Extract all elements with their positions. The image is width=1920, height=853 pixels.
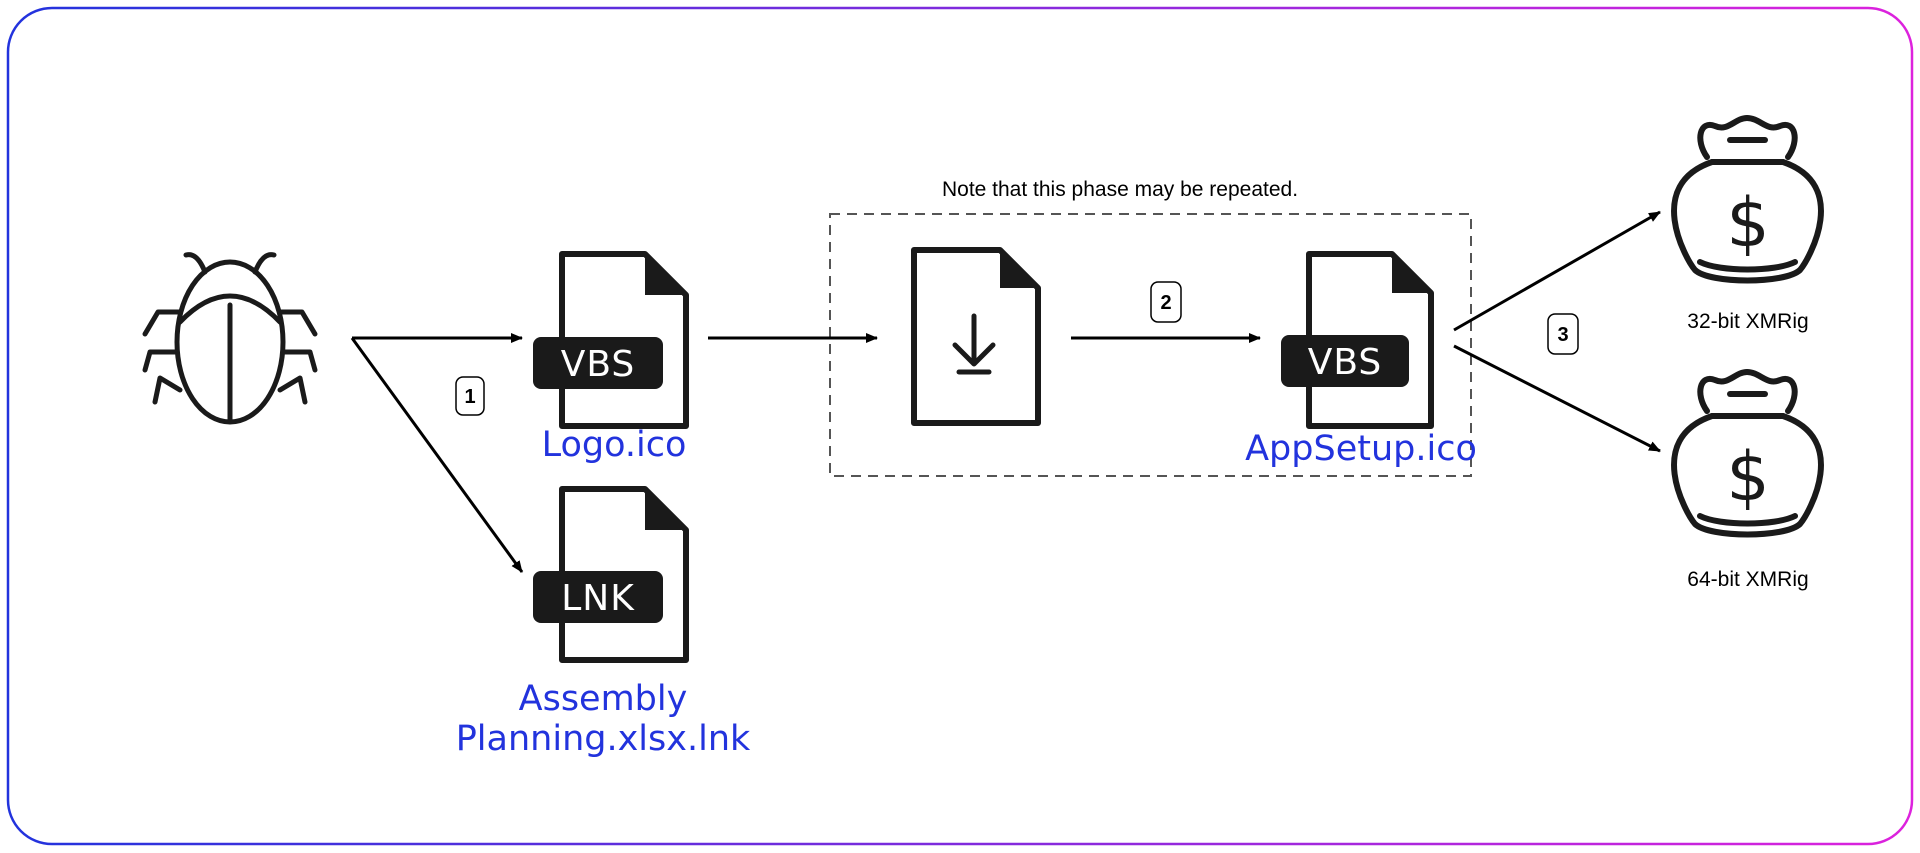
lnk-tag: LNK bbox=[561, 578, 635, 619]
step-number: 3 bbox=[1557, 324, 1568, 346]
step-number: 1 bbox=[464, 386, 475, 408]
phase-note: Note that this phase may be repeated. bbox=[942, 178, 1298, 201]
arrow-appsetup-to-32bit bbox=[1453, 210, 1661, 332]
lnk-file-icon: LNK bbox=[533, 486, 689, 663]
bug-icon bbox=[142, 252, 318, 425]
file-download-icon bbox=[911, 247, 1041, 426]
logo-file-label: Logo.ico bbox=[542, 425, 687, 465]
arrow-bug-to-lnk bbox=[350, 337, 524, 573]
miner-32-label: 32-bit XMRig bbox=[1687, 310, 1808, 333]
vbs-tag: VBS bbox=[1308, 342, 1383, 383]
step-badge-2: 2 bbox=[1150, 281, 1182, 323]
step-number: 2 bbox=[1160, 292, 1171, 314]
miner-64-label: 64-bit XMRig bbox=[1687, 568, 1808, 591]
money-bag-icon bbox=[1671, 369, 1824, 538]
lnk-file-label-line2: Planning.xlsx.lnk bbox=[456, 719, 751, 759]
step-badge-1: 1 bbox=[455, 376, 485, 416]
appsetup-vbs-file-icon: VBS bbox=[1281, 251, 1434, 429]
appsetup-file-label: AppSetup.ico bbox=[1245, 429, 1477, 469]
step-badge-3: 3 bbox=[1547, 313, 1579, 355]
outer-frame bbox=[6, 6, 1914, 846]
dollar-symbol-32: $ bbox=[1726, 184, 1769, 263]
repeat-phase-box bbox=[829, 213, 1472, 477]
arrow-appsetup-to-64bit bbox=[1453, 344, 1661, 453]
money-bag-icon bbox=[1671, 115, 1824, 284]
vbs-tag: VBS bbox=[561, 344, 636, 385]
dollar-symbol-64: $ bbox=[1726, 438, 1769, 517]
lnk-file-label-line1: Assembly bbox=[519, 679, 688, 719]
logo-vbs-file-icon: VBS bbox=[533, 251, 689, 429]
